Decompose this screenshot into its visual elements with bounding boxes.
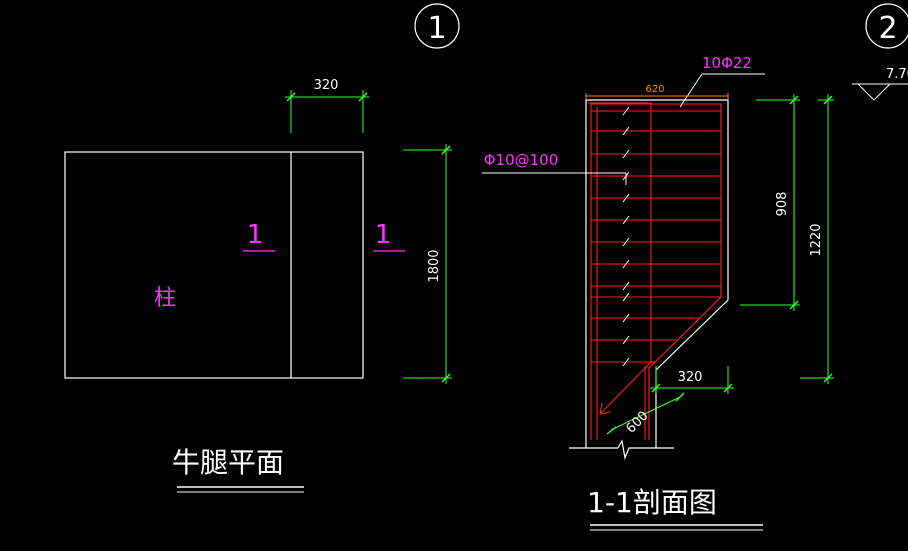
section-mark-left: 1 xyxy=(243,220,275,252)
svg-text:1: 1 xyxy=(247,220,264,250)
stirrup-callout: Φ10@100 xyxy=(482,151,627,185)
corbel-plan-outline xyxy=(64,151,364,379)
stirrup-tick xyxy=(622,237,630,247)
section-dim-upper: 908 xyxy=(740,94,800,311)
plan-dim-right: 1800 xyxy=(403,144,452,384)
top-rebar-callout: 10Φ22 xyxy=(679,54,765,108)
stirrup-tick xyxy=(622,215,630,225)
axis-marker-2: 2 xyxy=(865,3,908,49)
stirrup-tick xyxy=(622,259,630,269)
axis-marker-1: 1 xyxy=(414,3,460,49)
svg-text:1: 1 xyxy=(375,220,392,250)
svg-text:10Φ22: 10Φ22 xyxy=(702,54,752,72)
section-dim-bottom: 320 xyxy=(650,366,734,394)
svg-text:Φ10@100: Φ10@100 xyxy=(484,151,559,169)
stirrup-tick xyxy=(622,193,630,203)
svg-text:1: 1 xyxy=(427,11,446,46)
stirrup-tick xyxy=(622,106,630,116)
stirrup-tick xyxy=(622,313,630,323)
plan-dim-top: 320 xyxy=(285,78,369,133)
plan-title: 牛腿平面 xyxy=(172,446,304,493)
svg-text:1-1剖面图: 1-1剖面图 xyxy=(587,486,717,519)
svg-text:牛腿平面: 牛腿平面 xyxy=(172,446,284,479)
stirrup-tick xyxy=(622,281,630,291)
svg-text:2: 2 xyxy=(878,11,897,46)
stirrup-tick xyxy=(622,126,630,136)
section-dim-diagonal: 600 xyxy=(606,392,685,437)
stirrup-tick xyxy=(622,335,630,345)
section-mark-right: 1 xyxy=(373,220,405,252)
svg-text:1220: 1220 xyxy=(809,223,824,256)
stirrup-tick xyxy=(622,357,630,367)
svg-text:1800: 1800 xyxy=(427,249,442,282)
rebar-cage xyxy=(588,102,722,440)
section-dim-total: 1220 xyxy=(800,94,834,384)
svg-text:320: 320 xyxy=(314,78,339,93)
stirrup-bars xyxy=(591,106,721,367)
elevation-mark: 7.70 xyxy=(852,67,908,101)
stirrup-tick xyxy=(622,149,630,159)
section-dim-top: 620 xyxy=(585,84,729,99)
svg-text:908: 908 xyxy=(775,192,790,217)
section-title: 1-1剖面图 xyxy=(587,486,763,531)
svg-text:7.70: 7.70 xyxy=(886,67,908,82)
stirrup-tick xyxy=(622,292,630,302)
svg-text:320: 320 xyxy=(678,370,703,385)
column-label: 柱 xyxy=(154,286,176,311)
svg-text:620: 620 xyxy=(645,84,664,95)
